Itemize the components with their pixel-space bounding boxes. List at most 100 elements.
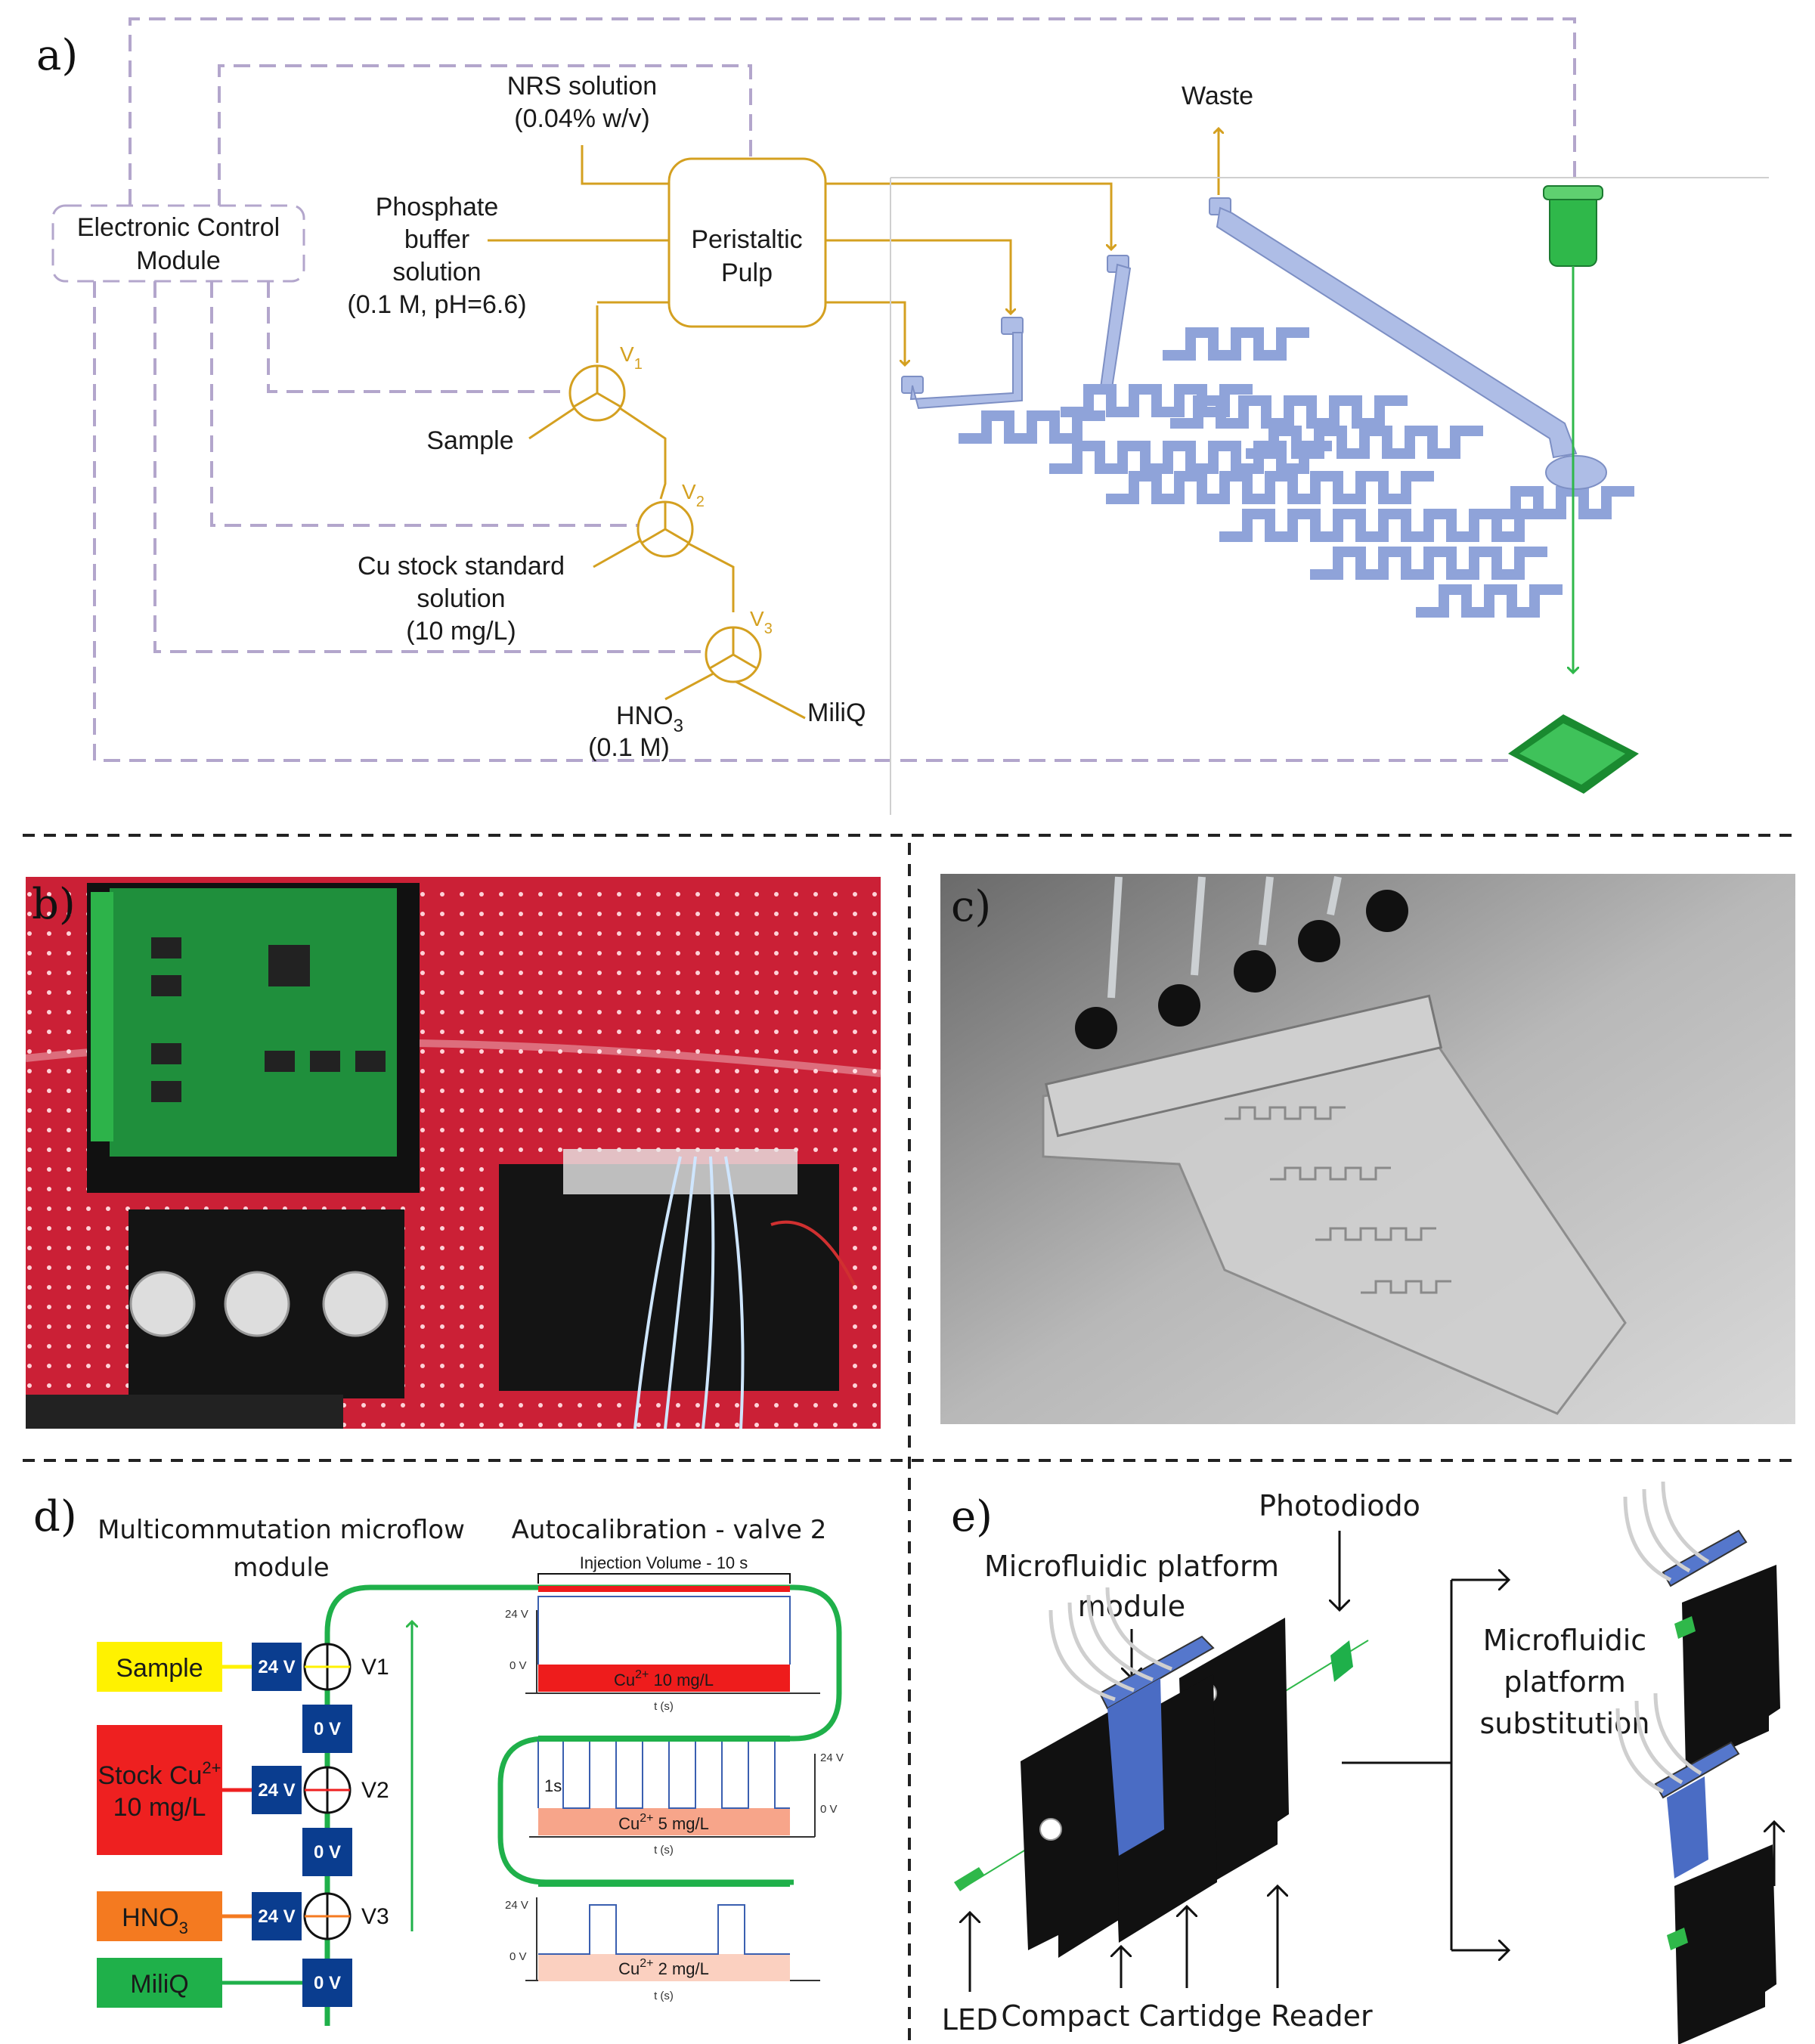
stock-box-conc: 10 mg/L [113, 1793, 206, 1822]
hno3-box-text: HNO [122, 1903, 179, 1932]
panel-b-label: b) [32, 880, 76, 929]
volt-6: 0 V [314, 1973, 341, 1993]
plot-2mgL: 24 V 0 V Cu2+ 2 mg/L t (s) [505, 1881, 820, 2002]
voltage-boxes: 24 V 0 V 24 V 0 V 24 V 0 V [252, 1643, 352, 2007]
pump-line2: Pulp [721, 259, 773, 287]
injection-bracket [537, 1573, 791, 1584]
led-label: LED [942, 2003, 998, 2036]
p3-sup: 2+ [640, 1957, 653, 1970]
volt-3: 24 V [258, 1780, 295, 1801]
p1-label: Cu [614, 1671, 635, 1689]
svg-text:V2: V2 [682, 480, 705, 510]
hno3-box-sub: 3 [179, 1919, 188, 1937]
nrs-line1: NRS solution [507, 72, 657, 101]
d-v2: V2 [361, 1778, 389, 1803]
electronic-control-module [51, 204, 305, 283]
photodiode-label: Photodiodo [1259, 1489, 1420, 1522]
ecm-line1: Electronic Control [77, 213, 280, 242]
panel-a: a) Electronic Control Module [36, 17, 1769, 815]
panel-c-photo: c) [940, 874, 1795, 1424]
phosphate-line4: (0.1 M, pH=6.6) [347, 290, 526, 319]
svg-text:Cu2+ 5 mg/L: Cu2+ 5 mg/L [618, 1812, 709, 1833]
photodetector [1508, 714, 1639, 794]
hno3-conc: (0.1 M) [588, 733, 670, 762]
subst-line1: Microfluidic [1483, 1624, 1646, 1657]
cu-stock-line1: Cu stock standard [358, 552, 565, 581]
hno3-text: HNO [616, 701, 674, 730]
valve-v3: V3 [705, 607, 773, 683]
substitution-thumb-bottom [1615, 1692, 1776, 2044]
volt-1: 24 V [258, 1657, 295, 1677]
v1-name: V [620, 342, 634, 366]
stock-box-sup: 2+ [202, 1758, 221, 1777]
sample-box-label: Sample [116, 1654, 203, 1683]
v3-sub: 3 [764, 621, 773, 637]
subst-line3: substitution [1479, 1707, 1649, 1740]
photodiode-shape [1330, 1640, 1353, 1682]
led-source [1543, 185, 1603, 673]
p2-y0: 0 V [820, 1803, 838, 1816]
hno3-label: HNO3 [616, 701, 683, 736]
stock-box-text: Stock Cu [98, 1761, 202, 1790]
plot-10mgL: 24 V 0 V Cu2+ 10 mg/L t (s) [505, 1586, 820, 1713]
p2-rest: 5 mg/L [654, 1814, 709, 1833]
svg-text:Cu2+ 10 mg/L: Cu2+ 10 mg/L [614, 1668, 714, 1689]
p3-y0: 0 V [510, 1950, 527, 1963]
led-shape [954, 1867, 984, 1891]
cartridge-reader-3d [954, 1587, 1369, 1958]
ecm-line2: Module [136, 246, 221, 275]
waste-label: Waste [1182, 82, 1253, 110]
hno3-box-label: HNO3 [122, 1903, 188, 1937]
d-title-left-1: Multicommutation microflow [98, 1515, 465, 1545]
panel-c-label: c) [951, 882, 991, 931]
p1-y0: 0 V [510, 1659, 527, 1672]
phosphate-line3: solution [392, 258, 481, 286]
subst-line2: platform [1504, 1665, 1625, 1699]
control-lines [93, 17, 1576, 762]
module-line1: Microfluidic platform [984, 1550, 1279, 1583]
input-sample: Sample [97, 1642, 252, 1692]
p2-y24: 24 V [820, 1751, 844, 1764]
peristaltic-pump [667, 157, 827, 328]
plot-5mgL: 24 V 0 V 1s Cu2+ 5 mg/L t (s) [529, 1736, 844, 1857]
v1-sub: 1 [634, 356, 643, 373]
nrs-line2: (0.04% w/v) [514, 104, 650, 133]
phosphate-line1: Phosphate [376, 193, 499, 221]
panel-e: e) Photodiodo Microfluidic platform modu… [942, 1481, 1780, 2044]
p3-rest: 2 mg/L [654, 1959, 709, 1978]
d-v1: V1 [361, 1655, 389, 1680]
module-line2: module [1078, 1590, 1185, 1623]
valve-v2: V2 [636, 480, 705, 558]
volt-5: 24 V [258, 1906, 295, 1927]
p3-label: Cu [618, 1959, 640, 1978]
v3-name: V [750, 607, 764, 630]
d-v3: V3 [361, 1904, 389, 1929]
p2-label: Cu [618, 1814, 640, 1833]
panel-a-label: a) [36, 31, 78, 80]
svg-text:V1: V1 [620, 342, 643, 373]
phosphate-line2: buffer [404, 225, 469, 254]
input-stock-cu: Stock Cu2+ 10 mg/L [97, 1725, 252, 1855]
svg-text:Cu2+ 2 mg/L: Cu2+ 2 mg/L [618, 1957, 709, 1978]
v2-sub: 2 [696, 494, 705, 510]
d-valves [303, 1643, 352, 1940]
d-title-left-2: module [233, 1553, 329, 1583]
panel-d-label: d) [33, 1492, 77, 1541]
svg-text:V3: V3 [750, 607, 773, 637]
cu-stock-line2: solution [417, 584, 505, 613]
p1-y24: 24 V [505, 1608, 528, 1621]
reader-label: Compact Cartidge Reader [1001, 1999, 1373, 2033]
panel-d: d) Multicommutation microflow module Aut… [33, 1492, 844, 2026]
d-title-right: Autocalibration - valve 2 [512, 1515, 827, 1545]
p3-y24: 24 V [505, 1899, 528, 1912]
input-miliq: MiliQ [97, 1958, 302, 2008]
panel-b-photo: b) [25, 877, 881, 1429]
substitution-thumb-top [1623, 1481, 1780, 1769]
v2-name: V [682, 480, 696, 503]
miliq-box-label: MiliQ [130, 1970, 188, 1999]
volt-2: 0 V [314, 1719, 341, 1739]
valve-v1: V1 [568, 342, 643, 422]
miliq-label: MiliQ [807, 698, 866, 727]
serpentine-channels [959, 327, 1634, 618]
p1-t: t (s) [654, 1700, 674, 1713]
